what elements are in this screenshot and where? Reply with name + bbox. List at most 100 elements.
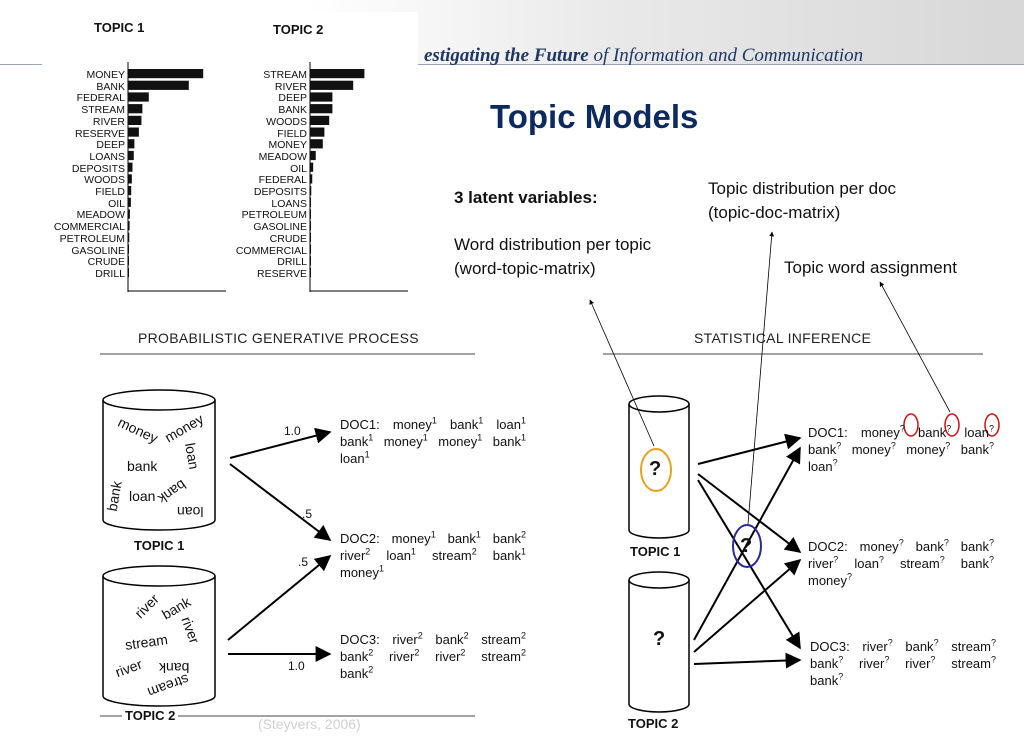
cylinder-word: river: [131, 590, 162, 622]
token-topic: ?: [890, 440, 896, 451]
word-label: LOANS: [271, 197, 307, 210]
weight-label: .5: [298, 555, 309, 569]
word-label: DRILL: [95, 267, 125, 280]
assignment-question-mark: ?: [740, 535, 753, 557]
doc-token: bank: [950, 442, 989, 457]
generative-doc3: DOC3: river2 bank2 stream2 bank2 river2 …: [340, 631, 526, 682]
doc-token: bank: [476, 548, 521, 563]
header-banner-title: estigating the Future of Information and…: [424, 45, 863, 67]
doc-token: bank: [810, 673, 839, 688]
word-bar: [128, 267, 129, 278]
token-topic: ?: [945, 440, 951, 451]
word-bar: [128, 221, 130, 231]
generative-doc1: DOC1: money1 bank1 loan1 bank1 money1 mo…: [340, 416, 526, 467]
generative-topic2-label: TOPIC 2: [122, 708, 179, 723]
doc-token: money: [340, 565, 380, 580]
topic-distribution-line1: Topic distribution per doc: [708, 179, 897, 198]
word-label: GASOLINE: [71, 244, 125, 257]
token-topic: 1: [368, 432, 374, 443]
doc-token: river: [889, 656, 931, 671]
word-label: LOANS: [89, 150, 125, 163]
word-label: RESERVE: [257, 267, 307, 280]
token-topic: ?: [933, 637, 939, 648]
token-topic: ?: [943, 537, 949, 548]
token-topic: ?: [899, 423, 905, 434]
callout-word-dist: [589, 299, 655, 447]
token-topic: 2: [417, 630, 423, 641]
doc-token: DOC1: money: [808, 425, 900, 440]
word-label: STREAM: [263, 69, 307, 81]
doc-token: bank: [903, 539, 944, 554]
doc-token: river: [808, 556, 834, 571]
doc-token: stream: [938, 639, 991, 654]
doc-token: loan: [483, 417, 521, 432]
word-label: COMMERCIAL: [53, 221, 125, 234]
generative-heading: PROBABILISTIC GENERATIVE PROCESS: [138, 330, 419, 346]
token-topic: 2: [414, 647, 420, 658]
doc-token: money: [895, 442, 946, 457]
word-bar: [128, 209, 130, 219]
doc-token: money: [808, 573, 848, 588]
doc-token: river: [419, 649, 461, 664]
doc-token: money: [427, 434, 478, 449]
word-label: FEDERAL: [76, 92, 125, 105]
doc-token: DOC2: money: [340, 531, 431, 546]
topic2-cylinder: [102, 565, 216, 707]
token-topic: 1: [520, 415, 526, 426]
word-label: DEPOSITS: [253, 186, 307, 199]
token-topic: ?: [878, 554, 884, 565]
token-topic: 2: [463, 630, 469, 641]
inference-topic2-label: TOPIC 2: [626, 716, 681, 731]
word-bar: [310, 150, 316, 161]
token-topic: ?: [946, 423, 952, 434]
cylinder-word: money: [161, 410, 207, 446]
token-topic: ?: [988, 423, 994, 434]
token-topic: ?: [990, 637, 996, 648]
token-topic: 2: [471, 546, 477, 557]
word-bar: [128, 186, 132, 196]
topic1-chart-title: TOPIC 1: [94, 20, 145, 35]
arrow-t1-doc1: [229, 427, 332, 459]
token-topic: ?: [988, 440, 994, 451]
doc-token: bank: [808, 442, 837, 457]
doc-token: stream: [883, 556, 940, 571]
token-topic: ?: [990, 654, 996, 665]
word-label: GASOLINE: [253, 221, 307, 234]
word-label: COMMERCIAL: [235, 244, 307, 257]
header-title-bold: estigating the Future: [424, 45, 589, 66]
token-topic: ?: [833, 554, 839, 565]
word-label: WOODS: [266, 115, 307, 128]
token-topic: ?: [939, 554, 945, 565]
doc-token: bank: [340, 649, 369, 664]
doc-token: bank: [944, 556, 989, 571]
token-topic: ?: [988, 537, 994, 548]
doc-token: loan: [370, 548, 411, 563]
inference-topic2-cylinder: [628, 571, 690, 713]
token-topic: ?: [884, 654, 890, 665]
red-highlight-1: [903, 413, 919, 437]
cylinder-word: stream: [124, 631, 169, 653]
doc-token: DOC2: money: [808, 539, 899, 554]
word-bar: [310, 80, 354, 90]
doc-token: bank: [892, 639, 934, 654]
word-bar: [310, 139, 323, 149]
doc-token: stream: [468, 632, 521, 647]
token-topic: 1: [422, 432, 428, 443]
token-topic: 2: [368, 664, 374, 675]
word-label: CRUDE: [269, 232, 307, 245]
topic-word-assignment-label: Topic word assignment: [784, 258, 957, 277]
token-topic: ?: [847, 571, 853, 582]
doc-token: bank: [480, 531, 521, 546]
word-bar: [310, 127, 325, 137]
header-divider: [0, 64, 1024, 65]
cylinder-word: river: [178, 614, 203, 646]
doc-token: DOC3: river: [340, 632, 418, 647]
word-bar: [310, 104, 333, 114]
doc-token: bank: [340, 434, 369, 449]
callout-topic-doc: [747, 231, 775, 525]
word-bar: [310, 197, 311, 207]
token-topic: ?: [988, 554, 994, 565]
word-bar: [128, 162, 133, 172]
weight-label: 1.0: [284, 424, 301, 438]
